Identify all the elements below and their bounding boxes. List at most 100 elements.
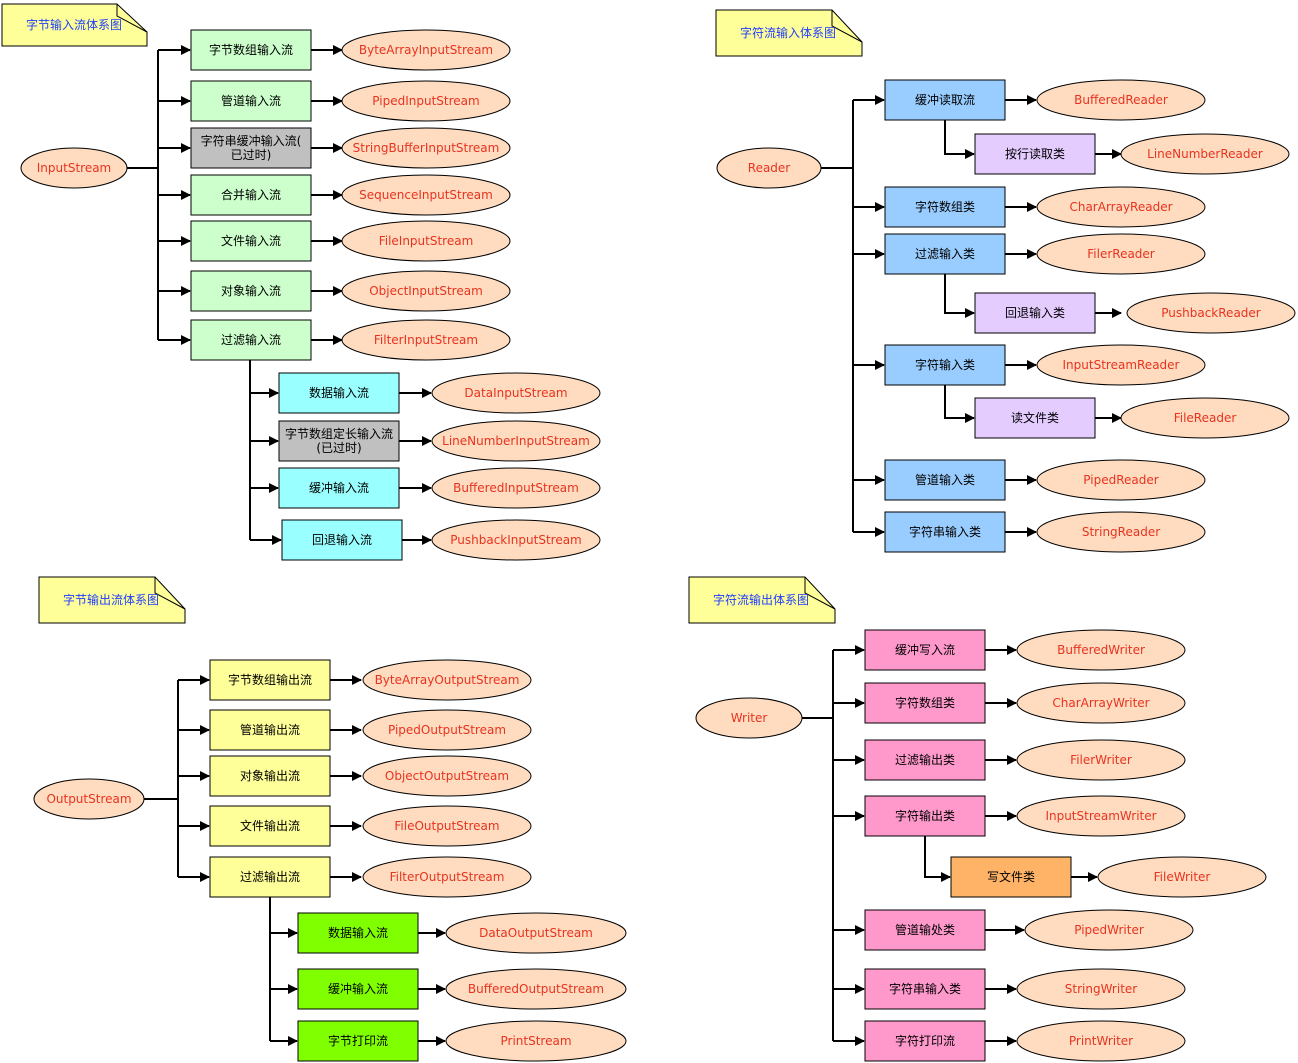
- node-FileReader-box: [974, 397, 1096, 439]
- cls-PipedWriter-label: PipedWriter: [1074, 923, 1144, 937]
- cls-FileWriter-ellipse: [1097, 856, 1267, 898]
- cls-PushbackReader-ellipse: [1126, 292, 1296, 334]
- node-CharArrayWriter-label: 字符数组类: [895, 695, 955, 710]
- cls-BufferedOutputStream-label: BufferedOutputStream: [468, 982, 604, 996]
- cls-SequenceInputStream-label: SequenceInputStream: [359, 188, 493, 202]
- node-FilterInputStream-box: [190, 319, 312, 361]
- node-FileWriter-box: [950, 856, 1072, 898]
- note-byte-output-fold: [154, 577, 186, 610]
- cls-StringBufferInputStream-label: StringBufferInputStream: [353, 141, 500, 155]
- node-PrintWriter-box: [864, 1020, 986, 1062]
- node-PipedInputStream-label: 管道输入流: [221, 93, 281, 108]
- cls-ObjectOutputStream-ellipse: [362, 755, 532, 797]
- cls-LineNumberInputStream-label: LineNumberInputStream: [442, 434, 590, 448]
- cls-ByteArrayInputStream-ellipse: [341, 29, 511, 71]
- node-ObjectInputStream-box: [190, 270, 312, 312]
- cls-FilerWriter-ellipse: [1016, 739, 1186, 781]
- node-FilerWriter-label: 过滤输出类: [895, 752, 955, 767]
- node-ObjectOutputStream-label: 对象输出流: [240, 768, 300, 783]
- cls-ByteArrayOutputStream-ellipse: [362, 659, 532, 701]
- node-PrintWriter-label: 字符打印流: [895, 1033, 955, 1048]
- root-inputstream-ellipse: [20, 147, 128, 189]
- cls-CharArrayWriter-ellipse: [1016, 682, 1186, 724]
- node-SequenceInputStream-box: [190, 174, 312, 216]
- node-BufferedOutputStream-label: 缓冲输入流: [328, 981, 388, 996]
- cls-ObjectInputStream-ellipse: [341, 270, 511, 312]
- node-ByteArrayOutputStream-label: 字节数组输出流: [228, 672, 312, 687]
- node-PipedInputStream-box: [190, 80, 312, 122]
- node-FileReader-label: 读文件类: [1011, 410, 1059, 425]
- node-DataInputStream-label: 数据输入流: [309, 385, 369, 400]
- note-char-output: 字符流输出体系图: [713, 592, 809, 607]
- note-char-output-shape: [688, 576, 836, 624]
- node-PipedReader-box: [884, 459, 1006, 501]
- cls-DataInputStream-ellipse: [431, 372, 601, 414]
- cls-FilterInputStream-ellipse: [341, 319, 511, 361]
- node-ByteArrayOutputStream-box: [209, 659, 331, 701]
- root-reader-label: Reader: [748, 161, 791, 175]
- cls-FilterOutputStream-label: FilterOutputStream: [390, 870, 505, 884]
- cls-FileReader-label: FileReader: [1174, 411, 1237, 425]
- node-LineNumberReader-box: [974, 133, 1096, 175]
- cls-FilterInputStream-label: FilterInputStream: [374, 333, 478, 347]
- edge-to-FileReader: [944, 385, 975, 423]
- cls-PipedInputStream-label: PipedInputStream: [372, 94, 479, 108]
- cls-FilerReader-label: FilerReader: [1087, 247, 1155, 261]
- note-char-input-shape: [715, 9, 863, 57]
- cls-BufferedWriter-ellipse: [1016, 629, 1186, 671]
- note-byte-input-fold: [116, 4, 148, 33]
- node-ByteArrayInputStream-box: [190, 29, 312, 71]
- cls-FilterOutputStream-ellipse: [362, 856, 532, 898]
- node-PipedWriter-label: 管道输处类: [895, 922, 955, 937]
- root-writer-label: Writer: [731, 711, 768, 725]
- root-outputstream-ellipse: [33, 778, 145, 820]
- node-FilerReader-label: 过滤输入类: [915, 246, 975, 261]
- node-ObjectInputStream-label: 对象输入流: [221, 283, 281, 298]
- node-FileInputStream-box: [190, 220, 312, 262]
- node-BufferedInputStream-label: 缓冲输入流: [309, 480, 369, 495]
- cls-LineNumberReader-ellipse: [1120, 133, 1290, 175]
- note-byte-output: 字节输出流体系图: [63, 592, 159, 607]
- note-byte-output-shape: [38, 576, 186, 624]
- cls-PipedOutputStream-label: PipedOutputStream: [388, 723, 506, 737]
- cls-InputStreamWriter-label: InputStreamWriter: [1045, 809, 1156, 823]
- note-char-output-fold: [804, 577, 836, 610]
- node-DataOutputStream-box: [297, 912, 419, 954]
- node-PushbackReader-label: 回退输入类: [1005, 305, 1065, 320]
- node-InputStreamReader-label: 字符输入类: [915, 357, 975, 372]
- node-LineNumberReader-label: 按行读取类: [1005, 147, 1065, 161]
- cls-FilerReader-ellipse: [1036, 233, 1206, 275]
- cls-FileWriter-label: FileWriter: [1154, 870, 1211, 884]
- cls-LineNumberInputStream-ellipse: [431, 420, 601, 462]
- cls-StringReader-ellipse: [1036, 511, 1206, 553]
- node-StringReader-label: 字符串输入类: [909, 524, 981, 539]
- node-PushbackInputStream-box: [281, 519, 403, 561]
- cls-DataInputStream-label: DataInputStream: [464, 386, 567, 400]
- cls-BufferedInputStream-ellipse: [431, 467, 601, 509]
- cls-PipedOutputStream-ellipse: [362, 709, 532, 751]
- node-PrintStream-label: 字节打印流: [328, 1033, 388, 1048]
- cls-PipedInputStream-ellipse: [341, 80, 511, 122]
- cls-PrintWriter-ellipse: [1016, 1020, 1186, 1062]
- node-FileWriter-label: 写文件类: [987, 869, 1035, 884]
- node-DataOutputStream-label: 数据输入流: [328, 925, 388, 940]
- node-StringWriter-box: [864, 968, 986, 1010]
- cls-FileOutputStream-ellipse: [362, 805, 532, 847]
- node-SequenceInputStream-label: 合并输入流: [221, 187, 281, 202]
- node-InputStreamReader-box: [884, 344, 1006, 386]
- cls-BufferedReader-label: BufferedReader: [1074, 93, 1168, 107]
- node-BufferedOutputStream-box: [297, 968, 419, 1010]
- cls-PrintStream-label: PrintStream: [500, 1034, 571, 1048]
- cls-CharArrayWriter-label: CharArrayWriter: [1052, 696, 1149, 710]
- cls-ObjectInputStream-label: ObjectInputStream: [369, 284, 483, 298]
- node-LineNumberInputStream-box: [278, 420, 400, 462]
- node-CharArrayReader-box: [884, 186, 1006, 228]
- cls-ByteArrayInputStream-label: ByteArrayInputStream: [359, 43, 493, 57]
- node-ObjectOutputStream-box: [209, 755, 331, 797]
- node-FilterOutputStream-box: [209, 856, 331, 898]
- node-StringBufferInputStream-box: [190, 127, 312, 169]
- node-FileOutputStream-label: 文件输出流: [240, 818, 300, 833]
- node-FilterOutputStream-label: 过滤输出流: [240, 869, 300, 884]
